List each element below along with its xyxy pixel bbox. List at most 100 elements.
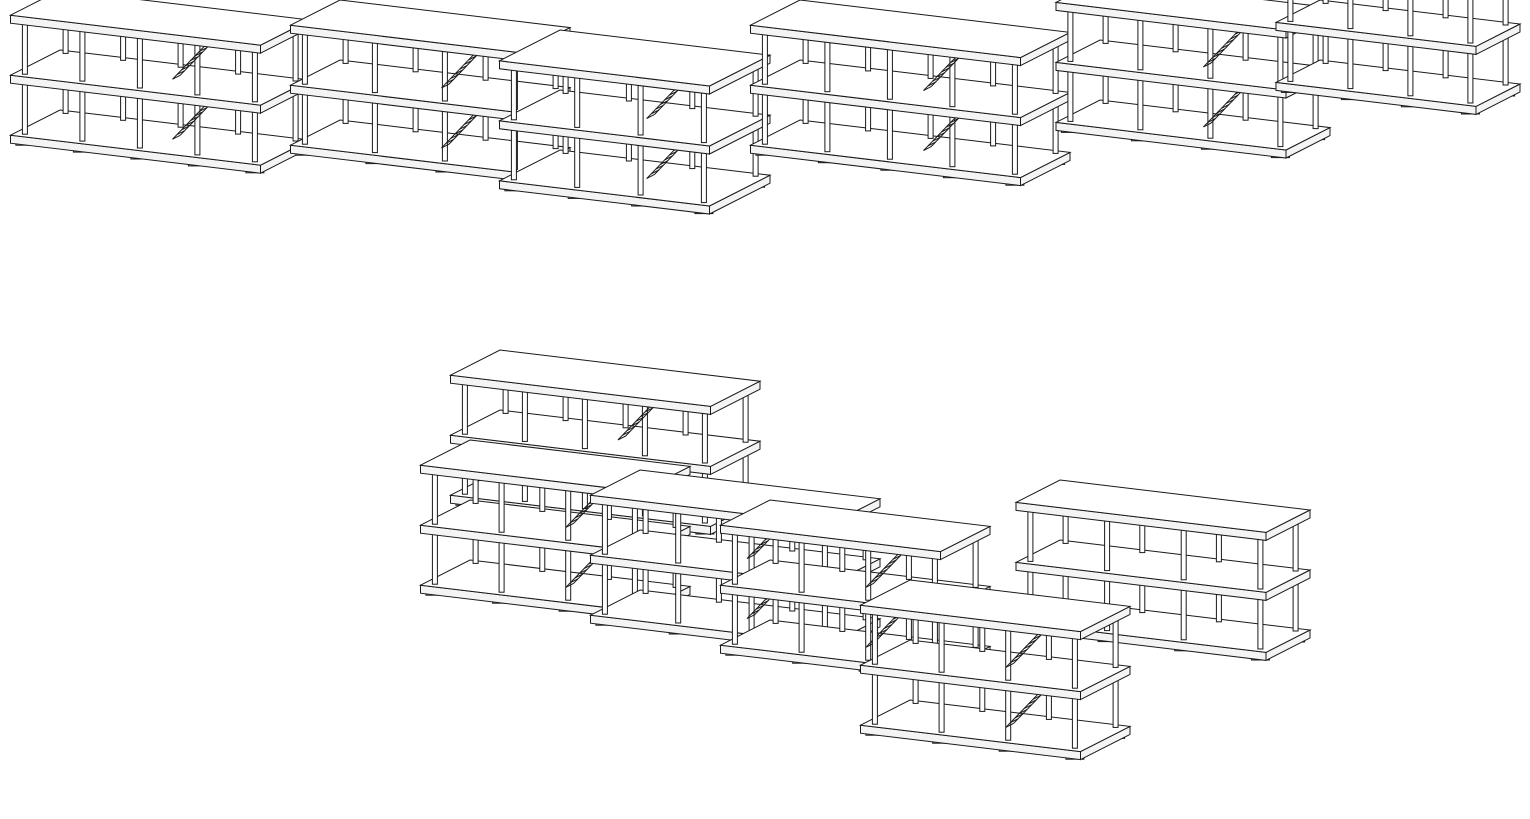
column bbox=[301, 31, 308, 85]
column bbox=[601, 561, 608, 615]
column bbox=[1104, 518, 1111, 572]
column bbox=[700, 90, 707, 144]
building-block bbox=[288, 0, 572, 182]
column bbox=[1257, 536, 1264, 590]
column bbox=[1180, 527, 1187, 581]
column bbox=[1257, 596, 1264, 650]
column bbox=[1207, 25, 1214, 79]
column bbox=[371, 40, 378, 94]
column bbox=[871, 611, 878, 665]
column bbox=[1502, 32, 1509, 86]
column bbox=[510, 67, 517, 121]
column bbox=[1292, 578, 1299, 632]
column bbox=[865, 607, 872, 661]
column bbox=[1112, 614, 1119, 668]
column bbox=[824, 99, 831, 153]
slab-top bbox=[858, 579, 1132, 633]
column bbox=[79, 28, 86, 82]
column bbox=[1322, 0, 1329, 4]
column bbox=[1407, 0, 1414, 37]
column bbox=[761, 91, 768, 145]
column bbox=[824, 39, 831, 93]
column bbox=[1287, 0, 1294, 22]
stair-tread bbox=[923, 86, 932, 92]
column bbox=[574, 134, 581, 188]
stair-tread bbox=[1005, 722, 1014, 728]
building-block bbox=[8, 0, 312, 175]
column bbox=[1467, 50, 1474, 104]
column bbox=[1011, 121, 1018, 175]
column bbox=[972, 534, 979, 588]
column bbox=[700, 150, 707, 204]
slab-top bbox=[1014, 479, 1312, 533]
column bbox=[251, 49, 258, 103]
column bbox=[1137, 17, 1144, 71]
column bbox=[574, 74, 581, 128]
column bbox=[194, 102, 201, 156]
column bbox=[565, 547, 572, 601]
column bbox=[1277, 94, 1284, 148]
column bbox=[21, 21, 28, 75]
stair-tread bbox=[746, 554, 755, 560]
column bbox=[1102, 0, 1109, 44]
stair-tread bbox=[1005, 662, 1014, 668]
column bbox=[1067, 8, 1074, 62]
column bbox=[581, 396, 588, 450]
column bbox=[292, 88, 299, 142]
slab-top bbox=[748, 0, 1072, 59]
column bbox=[251, 109, 258, 163]
column bbox=[761, 31, 768, 85]
column bbox=[498, 479, 505, 533]
slab-top bbox=[718, 499, 992, 553]
column bbox=[1292, 518, 1299, 572]
column bbox=[1180, 587, 1187, 641]
column bbox=[510, 127, 517, 181]
column bbox=[675, 510, 682, 564]
slab-top bbox=[448, 349, 762, 407]
stair-tread bbox=[865, 582, 874, 588]
column bbox=[1287, 28, 1294, 82]
column bbox=[675, 570, 682, 624]
column bbox=[521, 388, 528, 442]
column bbox=[798, 599, 805, 653]
building-block bbox=[497, 29, 772, 215]
building-block bbox=[748, 0, 1072, 187]
slab-top bbox=[8, 0, 312, 46]
column bbox=[1071, 635, 1078, 689]
column bbox=[701, 410, 708, 464]
column bbox=[1502, 0, 1509, 26]
column bbox=[461, 381, 468, 435]
column bbox=[498, 539, 505, 593]
column bbox=[601, 501, 608, 555]
column bbox=[886, 106, 893, 160]
column bbox=[21, 81, 28, 135]
building-block bbox=[1274, 0, 1522, 116]
column bbox=[441, 48, 448, 102]
column bbox=[938, 619, 945, 673]
column bbox=[1347, 0, 1354, 30]
column bbox=[886, 46, 893, 100]
column bbox=[565, 487, 572, 541]
column bbox=[79, 88, 86, 142]
column bbox=[1067, 68, 1074, 122]
column bbox=[731, 591, 738, 645]
column bbox=[865, 547, 872, 601]
stair-tread bbox=[565, 582, 574, 588]
building-block bbox=[858, 579, 1132, 761]
column bbox=[637, 82, 644, 136]
column bbox=[1172, 0, 1179, 53]
column bbox=[371, 100, 378, 154]
column bbox=[1407, 43, 1414, 97]
column bbox=[1207, 85, 1214, 139]
column bbox=[871, 671, 878, 725]
building-block bbox=[1054, 0, 1332, 159]
column bbox=[1442, 0, 1449, 19]
stair-tread bbox=[565, 522, 574, 528]
column bbox=[194, 42, 201, 96]
stair-tread bbox=[923, 146, 932, 152]
column bbox=[301, 91, 308, 145]
column bbox=[1005, 687, 1012, 741]
column bbox=[292, 28, 299, 82]
